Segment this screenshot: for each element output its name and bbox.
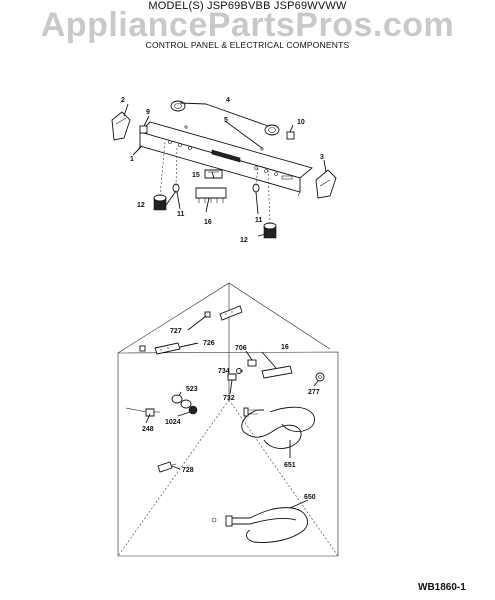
label-734: 734: [218, 368, 230, 375]
cabinet-outline: [117, 282, 339, 557]
lamp-wire-248[interactable]: [125, 407, 160, 417]
knob-left[interactable]: [153, 194, 167, 211]
label-277: 277: [308, 389, 320, 396]
label-12-left: 12: [137, 202, 145, 209]
bracket-706[interactable]: [247, 359, 257, 367]
label-2: 2: [121, 97, 125, 104]
label-706: 706: [235, 345, 247, 352]
label-16-top: 16: [204, 219, 212, 226]
bulb-1024[interactable]: [188, 405, 198, 415]
watermark: AppliancePartsPros.com: [40, 6, 455, 44]
terminal-block-726[interactable]: [154, 342, 181, 355]
label-1024: 1024: [165, 419, 181, 426]
clip-727[interactable]: [204, 311, 211, 318]
clip-726[interactable]: [139, 345, 146, 352]
terminal-block-727[interactable]: [219, 305, 243, 321]
label-12-right: 12: [240, 237, 248, 244]
end-cap-left[interactable]: [111, 111, 131, 141]
sensor-277[interactable]: [315, 372, 325, 382]
infinite-switch-16[interactable]: [195, 187, 227, 203]
clip-732[interactable]: [227, 373, 237, 381]
label-728: 728: [182, 467, 194, 474]
bake-element-650[interactable]: [211, 507, 308, 543]
label-732: 732: [223, 395, 235, 402]
label-5: 5: [224, 117, 228, 124]
knob-ring-left[interactable]: [170, 100, 186, 112]
label-11-left: 11: [177, 211, 185, 218]
label-4: 4: [226, 97, 230, 104]
knob-ring-right[interactable]: [264, 124, 280, 136]
end-cap-right[interactable]: [315, 169, 337, 199]
clip-right[interactable]: [286, 131, 295, 140]
model-title: MODEL(S) JSP69BVBB JSP69WVWW: [148, 0, 347, 12]
switch-15[interactable]: [204, 169, 223, 179]
label-3: 3: [320, 154, 324, 161]
label-727: 727: [170, 328, 182, 335]
label-248: 248: [142, 426, 154, 433]
label-523: 523: [186, 386, 198, 393]
infinite-switch-16-lower[interactable]: [261, 365, 293, 379]
label-726: 726: [203, 340, 215, 347]
light-socket-523[interactable]: [171, 394, 192, 409]
diagram-id: WB1860-1: [418, 582, 466, 593]
label-651: 651: [284, 462, 296, 469]
label-11-right: 11: [255, 217, 263, 224]
label-15: 15: [192, 172, 200, 179]
clip-left[interactable]: [139, 125, 148, 134]
label-10: 10: [297, 119, 305, 126]
label-16-bottom: 16: [281, 344, 289, 351]
label-650: 650: [304, 494, 316, 501]
broil-element-651[interactable]: [241, 406, 315, 449]
diagram-subtitle: CONTROL PANEL & ELECTRICAL COMPONENTS: [145, 40, 350, 50]
control-panel[interactable]: [137, 121, 313, 197]
label-1: 1: [130, 156, 134, 163]
bracket-728[interactable]: [157, 461, 177, 473]
label-9: 9: [146, 109, 150, 116]
knob-right[interactable]: [263, 222, 277, 239]
